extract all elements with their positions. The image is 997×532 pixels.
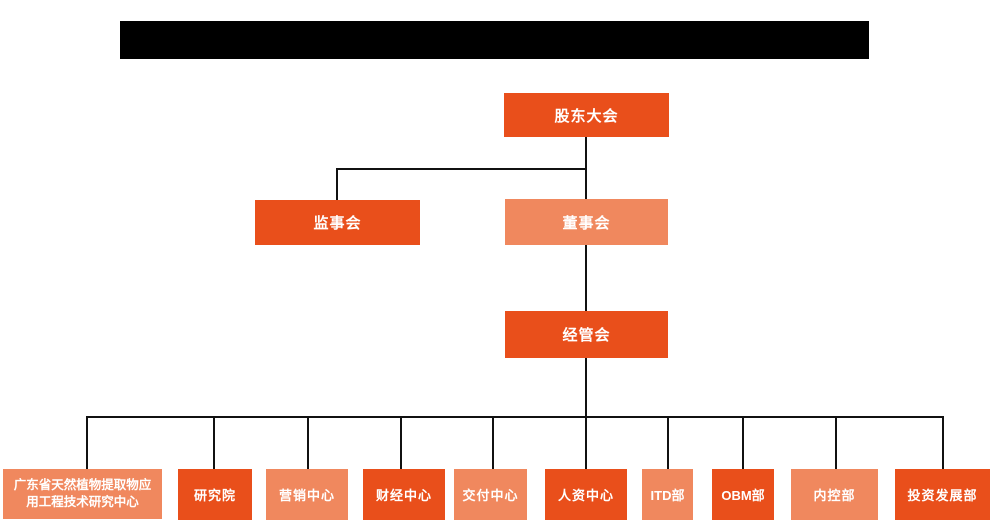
connector-vertical bbox=[585, 245, 587, 311]
connector-vertical bbox=[492, 416, 494, 469]
connector-vertical bbox=[213, 416, 215, 469]
org-node-management-committee: 经管会 bbox=[505, 311, 668, 358]
connector-vertical bbox=[585, 358, 587, 469]
org-node-obm-dept: OBM部 bbox=[712, 469, 774, 520]
org-node-hr-center: 人资中心 bbox=[545, 469, 627, 520]
org-node-board-of-directors: 董事会 bbox=[505, 199, 668, 245]
redacted-title-bar bbox=[120, 21, 869, 59]
org-node-research-institute: 研究院 bbox=[178, 469, 252, 520]
connector-vertical bbox=[742, 416, 744, 469]
org-node-research-tech-center: 广东省天然植物提取物应 用工程技术研究中心 bbox=[3, 469, 162, 519]
connector-vertical bbox=[667, 416, 669, 469]
org-node-finance-center: 财经中心 bbox=[363, 469, 445, 520]
connector-horizontal bbox=[86, 416, 944, 418]
org-node-internal-control-dept: 内控部 bbox=[791, 469, 878, 520]
connector-vertical bbox=[400, 416, 402, 469]
connector-horizontal bbox=[336, 168, 587, 170]
connector-vertical bbox=[942, 416, 944, 469]
connector-vertical bbox=[307, 416, 309, 469]
org-node-marketing-center: 营销中心 bbox=[266, 469, 348, 520]
org-node-delivery-center: 交付中心 bbox=[454, 469, 527, 520]
connector-vertical bbox=[86, 416, 88, 469]
org-node-supervisory-board: 监事会 bbox=[255, 200, 420, 245]
org-node-itd-dept: ITD部 bbox=[642, 469, 693, 520]
org-node-investment-development-dept: 投资发展部 bbox=[895, 469, 990, 520]
org-node-shareholders-meeting: 股东大会 bbox=[504, 93, 669, 137]
connector-vertical bbox=[336, 168, 338, 200]
connector-vertical bbox=[835, 416, 837, 469]
